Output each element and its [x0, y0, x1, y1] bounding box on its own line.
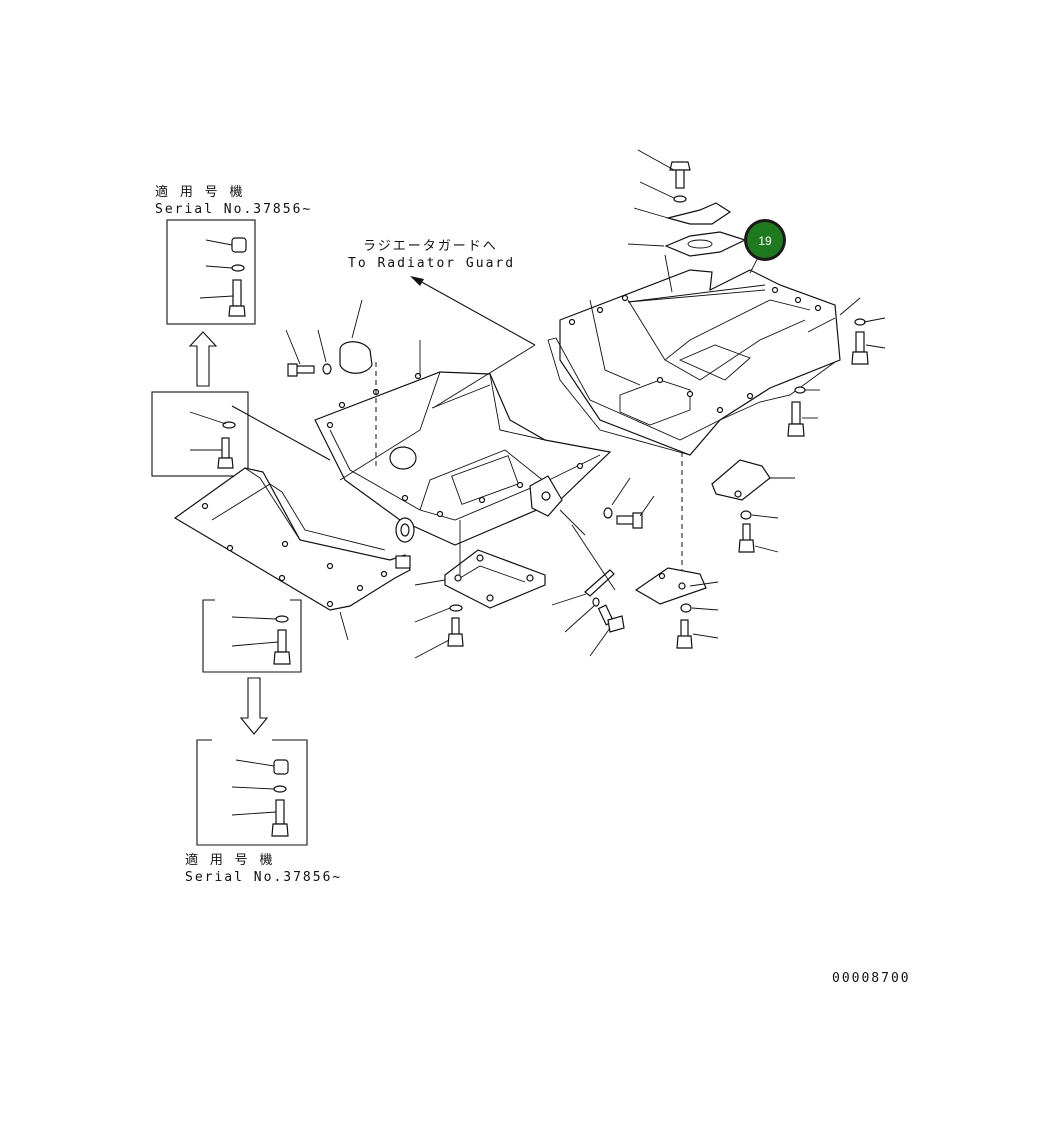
lower-right-cover — [634, 567, 719, 649]
right-side-hardware — [787, 297, 886, 437]
spacer-part — [205, 237, 247, 253]
arrow-up-icon — [188, 331, 218, 387]
top-hardware-stack — [627, 149, 747, 257]
right-small-cover — [711, 459, 795, 553]
right-main-undercover — [547, 249, 841, 580]
detail-box-top — [166, 219, 256, 325]
detail-box-left — [151, 391, 331, 477]
callout-19-fill — [747, 222, 783, 258]
arrow-down-icon — [239, 677, 269, 735]
drawing-number: 00008700 — [832, 971, 911, 986]
washer-part — [205, 264, 245, 272]
serial-note-bottom-jp: 適 用 号 機 — [185, 852, 274, 868]
pin-and-bolt — [551, 524, 625, 657]
washer-bolt-center — [603, 477, 655, 529]
radiator-guard-label-jp: ラジエータガードへ — [363, 239, 498, 254]
bolt-cover — [285, 329, 332, 377]
serial-note-bottom-en: Serial No.37856~ — [185, 870, 342, 885]
serial-note-top-en: Serial No.37856~ — [155, 202, 312, 217]
detail-box-bottom — [202, 599, 302, 673]
radiator-guard-arrow — [410, 276, 536, 346]
detail-box-lower — [196, 739, 308, 846]
callout-19-label: 19 — [758, 234, 772, 248]
small-cover-plate — [339, 299, 377, 470]
radiator-guard-label-en: To Radiator Guard — [348, 256, 515, 271]
lower-bracket-plate — [414, 520, 546, 659]
center-undercover — [314, 340, 612, 546]
serial-note-top-jp: 適 用 号 機 — [155, 184, 244, 200]
bolt-part — [199, 279, 246, 317]
left-floor-plate — [173, 467, 411, 641]
callout-19[interactable]: 19 — [744, 219, 786, 261]
